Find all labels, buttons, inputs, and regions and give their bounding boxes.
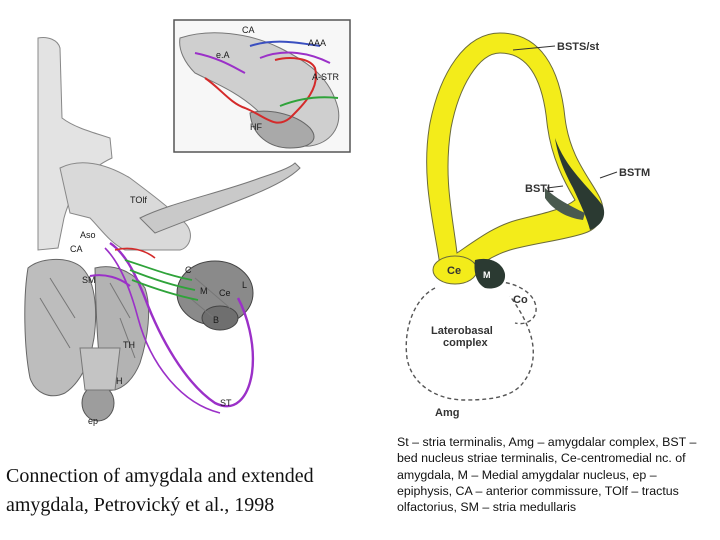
label-th: TH <box>123 340 135 350</box>
label-c: C <box>185 265 192 275</box>
amygdala-basal <box>201 305 239 331</box>
green-pathway <box>124 259 199 301</box>
olfactory-tract <box>139 162 301 234</box>
bstl-dark-accent <box>545 188 585 220</box>
label-ce: Ce <box>447 265 461 277</box>
bstm-dark-band <box>555 138 605 230</box>
bstl-pointer <box>546 185 564 189</box>
label-bstm: BSTM <box>619 167 650 179</box>
inset-purple-path <box>194 51 331 74</box>
label-l: L <box>242 280 247 290</box>
label-b: B <box>213 315 219 325</box>
label-amg: Amg <box>435 407 459 419</box>
label-ce: Ce <box>219 288 231 298</box>
abbreviation-legend: St – stria terminalis, Amg – amygdalar c… <box>397 435 697 515</box>
label-laterobasal: Laterobasal <box>431 325 493 337</box>
shading-lines <box>39 277 231 359</box>
label-aso: Aso <box>80 230 96 240</box>
label-bsts: BSTS/st <box>557 41 600 53</box>
label-m: M <box>483 270 491 280</box>
inset-label-aaa: AAA <box>308 38 326 48</box>
bed-nucleus-inner <box>447 52 576 254</box>
label-tolf: TOlf <box>130 195 147 205</box>
label-sm: SM <box>82 275 96 285</box>
label-bstl: BSTL <box>525 183 554 195</box>
hindbrain-stem <box>79 347 121 391</box>
caption-line-2: amygdala, Petrovický et al., 1998 <box>6 494 275 516</box>
caption-line-1: Connection of amygdala and extended <box>6 465 314 487</box>
label-st: ST <box>220 398 232 408</box>
label-ca: CA <box>70 244 83 254</box>
inset-label-ca: CA <box>242 25 255 35</box>
inset-lower-structure <box>249 110 315 149</box>
bstm-pointer <box>599 171 618 179</box>
figure-caption: Connection of amygdala and extended amyg… <box>6 462 391 520</box>
cortical-nucleus-outline <box>484 281 537 325</box>
label-h: H <box>116 376 123 386</box>
label-complex: complex <box>443 337 489 349</box>
inset-label-ea: e.A <box>216 50 230 60</box>
inset-blue-path <box>249 40 321 47</box>
medial-nucleus <box>474 258 506 289</box>
label-co: Co <box>513 294 528 306</box>
label-ep: ep <box>88 416 98 426</box>
hemisphere-left <box>24 259 97 397</box>
stria-terminalis-purple <box>109 242 255 408</box>
stria-medullaris-purple <box>89 274 131 287</box>
amygdala-complex-outline <box>405 287 534 401</box>
extended-amygdala-schematic: BSTS/st BSTM BSTL Ce M Co Laterobasal co… <box>405 32 650 419</box>
inset-label-hf: HF <box>250 122 262 132</box>
inset-label-astr: A-STR <box>312 72 340 82</box>
label-m: M <box>200 286 208 296</box>
amygdala-connections-illustration: CA AAA e.A A-STR HF TOlf Aso CA SM C M C… <box>24 19 351 426</box>
bsts-pointer <box>512 45 556 51</box>
red-pathway <box>114 247 156 259</box>
stria-terminalis-purple-2 <box>104 247 221 414</box>
inset-green-path <box>279 96 339 107</box>
inset-red-path <box>204 57 317 124</box>
